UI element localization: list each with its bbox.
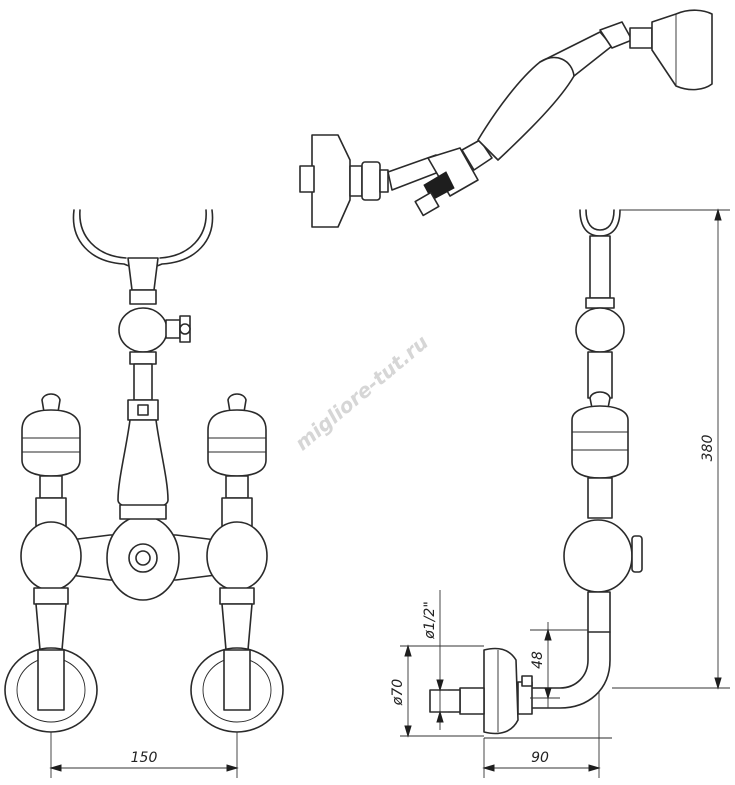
front-left-valve (4, 393, 98, 733)
dimension-d70: ø70 (390, 644, 484, 738)
side-hook (579, 209, 621, 299)
dimension-48-label: 48 (530, 651, 546, 669)
swivel-connector (387, 147, 479, 217)
shower-handle (461, 21, 633, 171)
front-right-valve (190, 393, 284, 733)
front-body (69, 504, 217, 601)
watermark: migliore-tut.ru (290, 330, 433, 455)
side-view: 380 ø70 ø1/2" 48 (390, 208, 730, 778)
front-hook-holder (72, 209, 214, 291)
front-column (117, 289, 191, 510)
side-column (563, 297, 643, 633)
dimension-150: 150 (49, 732, 239, 778)
shower-head (629, 9, 713, 91)
hand-shower-view (299, 9, 713, 228)
dimension-48: 48 (530, 622, 588, 708)
dimension-90: 90 (482, 692, 601, 778)
dimension-380-label: 380 (700, 435, 716, 462)
side-flange (429, 647, 519, 735)
dimension-half-inch-label: ø1/2" (422, 601, 438, 640)
dimension-380: 380 (612, 208, 730, 690)
side-elbow (517, 631, 611, 715)
dimension-half-inch: ø1/2" (422, 590, 448, 730)
dimension-90-label: 90 (531, 750, 549, 766)
front-view: 150 (4, 209, 284, 778)
dimension-150-label: 150 (131, 750, 158, 766)
wall-holder (299, 134, 389, 228)
dimension-d70-label: ø70 (390, 679, 406, 706)
